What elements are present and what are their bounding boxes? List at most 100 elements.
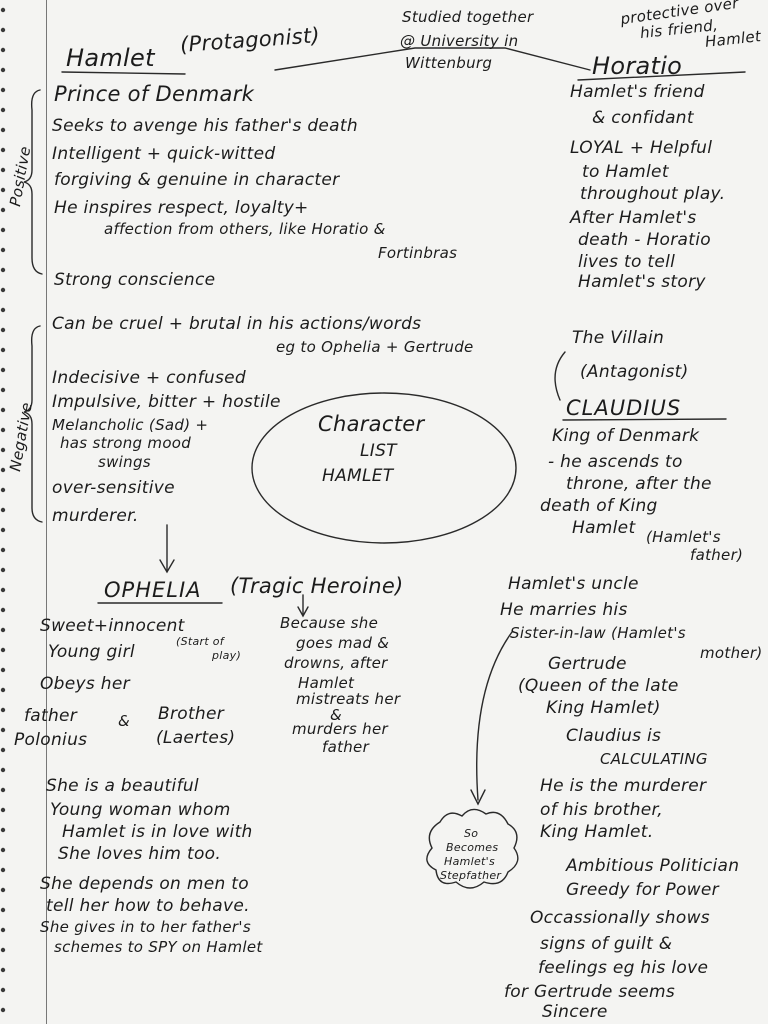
ophelia-line-9: Polonius	[14, 730, 88, 750]
claudius-line-3: throne, after the	[566, 474, 712, 494]
claudius-antagonist: (Antagonist)	[580, 362, 689, 382]
ophelia-line-12: Young woman whom	[50, 800, 231, 820]
ophelia-line-7: &	[118, 712, 130, 730]
hamlet-negative-6: has strong mood	[60, 434, 192, 452]
ophelia-because-1: Because she	[280, 614, 379, 632]
horatio-line-5: throughout play.	[580, 184, 726, 204]
hamlet-positive-1: Prince of Denmark	[54, 82, 255, 106]
ophelia-line-5: Obeys her	[40, 674, 130, 694]
claudius-line-25: for Gertrude seems	[504, 982, 676, 1002]
horatio-line-8: lives to tell	[578, 252, 676, 272]
ophelia-line-14: She loves him too.	[58, 844, 222, 864]
link-note-line1: Studied together	[402, 8, 534, 26]
ophelia-line-4: play)	[212, 649, 242, 662]
horatio-line-4: to Hamlet	[582, 162, 669, 182]
claudius-line-11: mother)	[700, 644, 763, 662]
ophelia-line-16: tell her how to behave.	[46, 896, 250, 916]
margin-line	[46, 0, 47, 1024]
claudius-line-19: King Hamlet.	[540, 822, 654, 842]
claudius-line-1: King of Denmark	[552, 426, 700, 446]
claudius-line-21: Greedy for Power	[566, 880, 719, 900]
claudius-line-13: (Queen of the late	[518, 676, 679, 696]
cloud-line-1: So	[464, 827, 479, 840]
center-list: LIST	[360, 441, 397, 461]
claudius-line-15: Claudius is	[566, 726, 662, 746]
claudius-line-17: He is the murderer	[540, 776, 707, 796]
claudius-line-7: father)	[690, 546, 744, 564]
ophelia-line-1: Sweet+innocent	[40, 616, 185, 636]
hamlet-negative-1: Can be cruel + brutal in his actions/wor…	[52, 314, 422, 334]
hamlet-negative-9: murderer.	[52, 506, 139, 526]
ophelia-line-13: Hamlet is in love with	[62, 822, 253, 842]
cloud-line-4: Stepfather	[440, 869, 502, 882]
horatio-line-3: LOYAL + Helpful	[570, 138, 713, 158]
ophelia-because-3: drowns, after	[284, 654, 388, 672]
hamlet-positive-4: forgiving & genuine in character	[54, 170, 340, 190]
ophelia-line-15: She depends on men to	[40, 874, 249, 894]
link-note-line3: Wittenburg	[405, 54, 493, 72]
claudius-line-12: Gertrude	[548, 654, 627, 674]
hamlet-name: Hamlet	[66, 44, 155, 72]
ophelia-because-6: &	[330, 706, 342, 724]
claudius-line-5: Hamlet	[572, 518, 636, 538]
horatio-line-7: death - Horatio	[578, 230, 711, 250]
horatio-line-1: Hamlet's friend	[570, 82, 705, 102]
cloud-line-3: Hamlet's	[444, 855, 496, 868]
hamlet-positive-3: Intelligent + quick-witted	[52, 144, 276, 164]
ophelia-because-5: mistreats her	[296, 690, 401, 708]
ophelia-line-11: She is a beautiful	[46, 776, 199, 796]
claudius-line-20: Ambitious Politician	[566, 856, 740, 876]
ophelia-because-8: father	[322, 738, 370, 756]
hamlet-positive-8: Strong conscience	[54, 270, 216, 290]
hamlet-role: (Protagonist)	[179, 23, 321, 57]
ophelia-because-7: murders her	[292, 720, 388, 738]
negative-label: Negative	[6, 400, 36, 473]
claudius-line-8: Hamlet's uncle	[508, 574, 639, 594]
ophelia-role: (Tragic Heroine)	[230, 574, 404, 598]
ophelia-because-2: goes mad &	[296, 634, 390, 652]
hamlet-negative-7: swings	[98, 453, 151, 471]
claudius-line-24: feelings eg his love	[538, 958, 709, 978]
hamlet-negative-8: over-sensitive	[52, 478, 175, 498]
ophelia-name: OPHELIA	[104, 578, 202, 602]
claudius-line-16: CALCULATING	[600, 750, 708, 768]
horatio-line-2: & confidant	[592, 108, 694, 128]
spiral-binding	[0, 7, 6, 1013]
hamlet-positive-7: Fortinbras	[378, 244, 458, 262]
horatio-line-9: Hamlet's story	[578, 272, 706, 292]
ophelia-line-18: schemes to SPY on Hamlet	[54, 938, 263, 956]
ophelia-because-4: Hamlet	[298, 674, 355, 692]
claudius-name: CLAUDIUS	[566, 396, 682, 420]
claudius-line-10: Sister-in-law (Hamlet's	[510, 624, 686, 642]
ophelia-line-8: Brother	[158, 704, 225, 724]
hamlet-positive-6: affection from others, like Horatio &	[104, 220, 386, 238]
claudius-line-14: King Hamlet)	[546, 698, 661, 718]
hamlet-negative-2: eg to Ophelia + Gertrude	[276, 338, 474, 356]
horatio-name: Horatio	[592, 52, 683, 80]
hamlet-negative-5: Melancholic (Sad) +	[52, 416, 209, 434]
hamlet-positive-5: He inspires respect, loyalty+	[54, 198, 309, 218]
center-play: HAMLET	[322, 466, 394, 486]
claudius-line-2: - he ascends to	[548, 452, 683, 472]
ophelia-line-6: father	[24, 706, 78, 726]
ophelia-line-17: She gives in to her father's	[40, 918, 251, 936]
horatio-note-line3: Hamlet	[704, 27, 762, 51]
claudius-line-26: Sincere	[542, 1002, 608, 1022]
claudius-line-6: (Hamlet's	[646, 528, 721, 546]
claudius-line-9: He marries his	[500, 600, 628, 620]
claudius-line-4: death of King	[540, 496, 658, 516]
center-title: Character	[318, 412, 425, 436]
hamlet-negative-3: Indecisive + confused	[52, 368, 246, 388]
positive-label: Positive	[6, 144, 35, 208]
link-note-line2: @ University in	[400, 32, 519, 50]
hamlet-positive-2: Seeks to avenge his father's death	[52, 116, 358, 136]
ophelia-line-2: Young girl	[48, 642, 135, 662]
claudius-villain: The Villain	[572, 328, 665, 348]
claudius-line-22: Occassionally shows	[530, 908, 710, 928]
claudius-line-23: signs of guilt &	[540, 934, 673, 954]
hamlet-negative-4: Impulsive, bitter + hostile	[52, 392, 281, 412]
cloud-line-2: Becomes	[446, 841, 499, 854]
claudius-line-18: of his brother,	[540, 800, 663, 820]
ophelia-line-3: (Start of	[176, 635, 224, 648]
